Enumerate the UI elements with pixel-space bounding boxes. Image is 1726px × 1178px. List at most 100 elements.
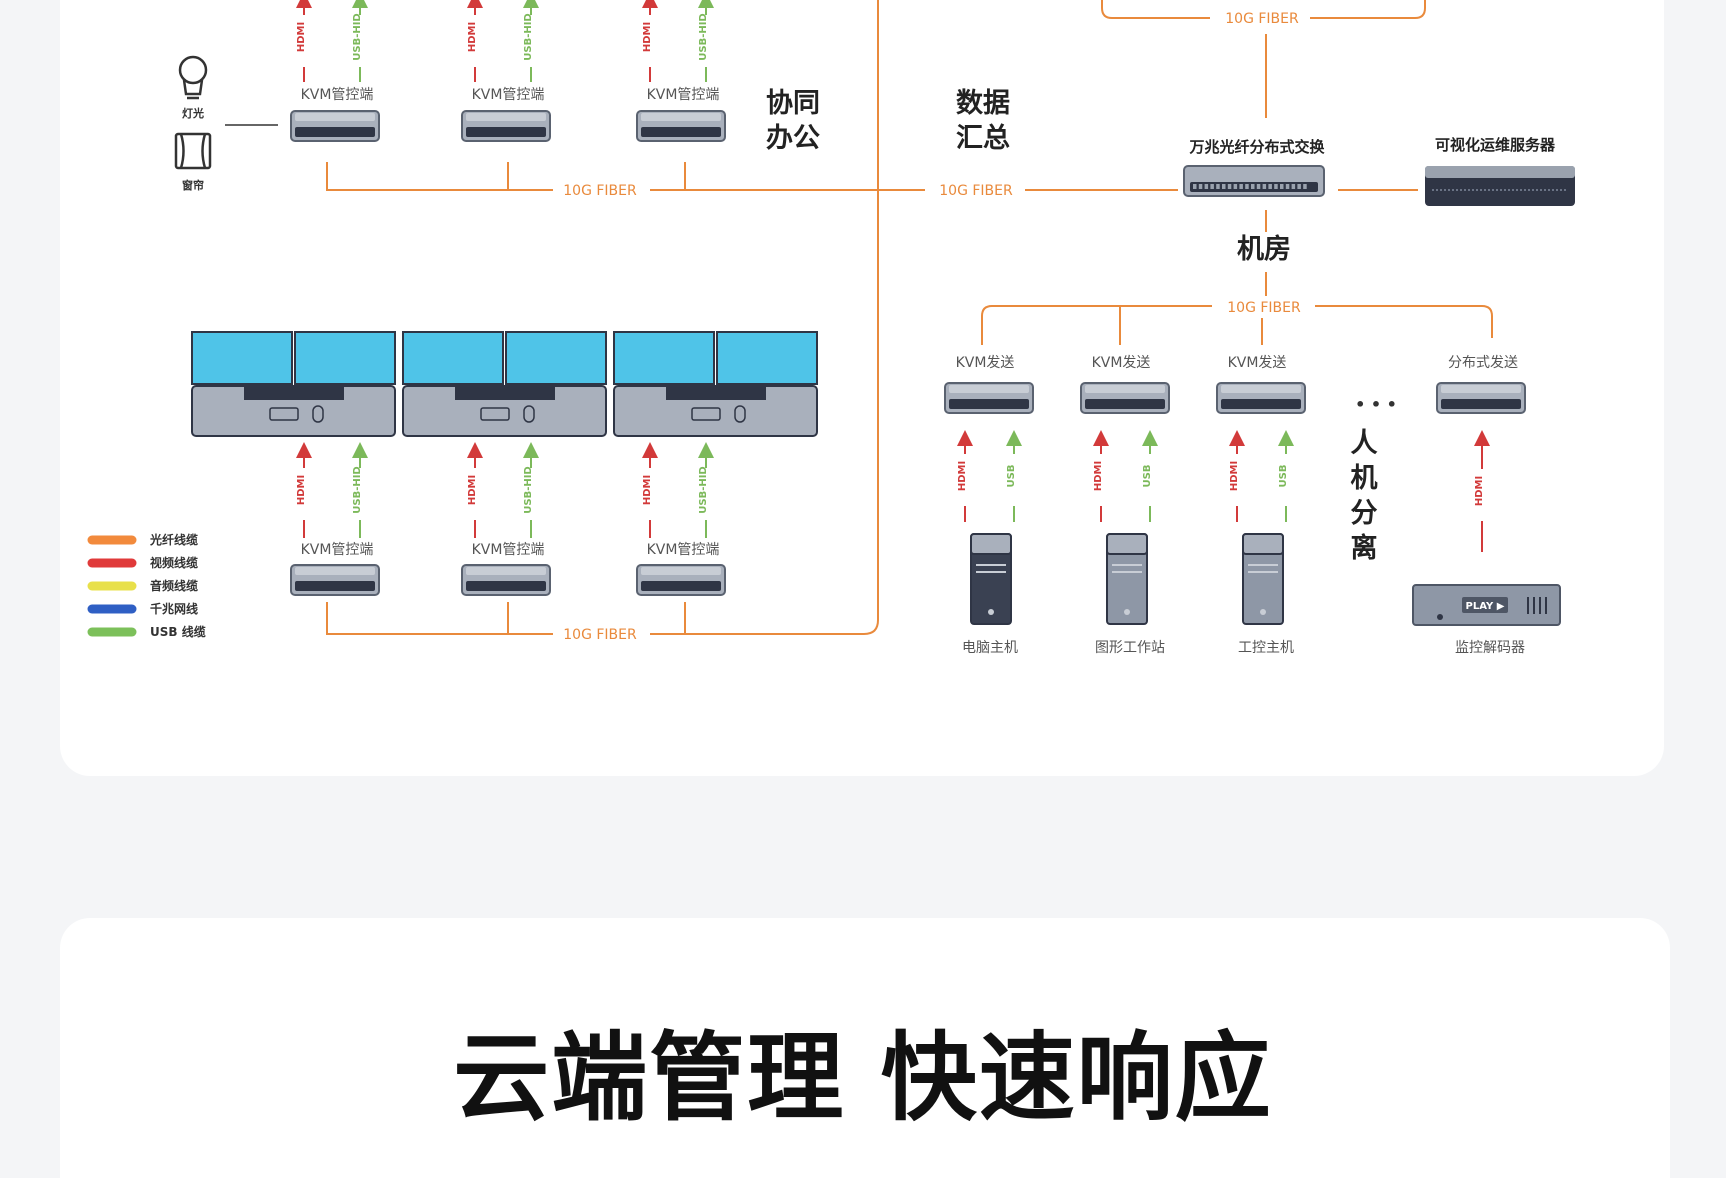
kvm-sender-label-1: KVM发送 (956, 355, 1015, 371)
top-hdmi-3-label: HDMI (642, 22, 653, 52)
bottom-kvm-console-label-3: KVM管控端 (647, 542, 720, 558)
workstation-3 (613, 331, 818, 437)
separation-char-3: 分 (1351, 498, 1378, 529)
mouse-icon (523, 405, 535, 423)
top-hdmi-3-label-bg (643, 15, 657, 67)
bottom-console-cables: HDMI USB-HID HDMI USB-HID HDMI USB-HID (296, 442, 714, 538)
monitor-left-2 (402, 331, 504, 385)
fiber-label-aggregate: 10G FIBER (939, 183, 1013, 199)
keyboard-icon (269, 407, 299, 421)
top-hdmi-2-label-bg (468, 15, 482, 67)
bottom-hdmi-3-label-bg (643, 468, 657, 520)
bottom-usbhid-1-label: USB-HID (352, 466, 363, 514)
top-kvm-console-label-3: KVM管控端 (647, 87, 720, 103)
sender-usb-2-label: USB (1142, 465, 1153, 488)
kvm-sender-1 (944, 382, 1034, 414)
bottom-kvm-console-3 (636, 564, 726, 596)
distributed-sender (1436, 382, 1526, 414)
curtain-icon (174, 132, 212, 170)
play-label: PLAY ▶ (1466, 601, 1505, 612)
bottom-kvm-console-label-1: KVM管控端 (301, 542, 374, 558)
legend-label-4: 千兆网线 (150, 601, 198, 616)
mouse-icon (734, 405, 746, 423)
bottom-hdmi-2-label-bg (468, 468, 482, 520)
top-hdmi-1-label-bg (297, 15, 311, 67)
monitor-left-3 (613, 331, 715, 385)
kvm-sender-2 (1080, 382, 1170, 414)
sender-hdmi-3-label: HDMI (1229, 461, 1240, 491)
fiber-label-office-bottom: 10G FIBER (563, 627, 637, 643)
zone-label-aggregate-line1: 数据 (956, 88, 1010, 119)
decoder-hdmi-label: HDMI (1474, 476, 1485, 506)
source-label-4: 监控解码器 (1455, 640, 1525, 656)
sender-usb-3-label: USB (1278, 465, 1289, 488)
kvm-sender-label-2: KVM发送 (1092, 355, 1151, 371)
sender-hdmi-1-label: HDMI (957, 461, 968, 491)
source-label-3: 工控主机 (1238, 640, 1294, 656)
source-tower-2 (1106, 533, 1148, 625)
top-kvm-console-label-2: KVM管控端 (472, 87, 545, 103)
bottom-hdmi-3-label: HDMI (642, 475, 653, 505)
top-kvm-console-1 (290, 110, 380, 142)
monitor-right-2 (505, 331, 607, 385)
separation-char-4: 离 (1351, 532, 1378, 564)
bottom-hdmi-2-label: HDMI (467, 475, 478, 505)
bottom-usbhid-1-label-bg (353, 468, 367, 520)
bottom-usbhid-2-label-bg (524, 468, 538, 520)
sender-hdmi-1-label-bg (958, 454, 972, 506)
sender-usb-3-label-bg (1279, 454, 1293, 506)
sender-hdmi-3-label-bg (1230, 454, 1244, 506)
zone-label-office-line1: 协同 (766, 88, 820, 119)
monitor-left-1 (191, 331, 293, 385)
top-hdmi-1-label: HDMI (296, 22, 307, 52)
monitor-right-1 (294, 331, 396, 385)
fiber-label-office-top: 10G FIBER (563, 183, 637, 199)
source-label-2: 图形工作站 (1095, 640, 1165, 656)
workstation-1 (191, 331, 396, 437)
separation-char-2: 机 (1351, 463, 1378, 494)
zone-label-server-room: 机房 (1237, 234, 1291, 265)
top-usbhid-3-label: USB-HID (698, 13, 709, 61)
bottom-hdmi-1-label-bg (297, 468, 311, 520)
sender-usb-1-label: USB (1006, 465, 1017, 488)
top-kvm-consoles: KVM管控端 KVM管控端 KVM管控端 (290, 87, 726, 142)
monitor-right-3 (716, 331, 818, 385)
top-usbhid-3-label-bg (699, 15, 713, 67)
sender-hdmi-2-label: HDMI (1093, 461, 1104, 491)
top-usbhid-1-label-bg (353, 15, 367, 67)
fiber-lines (326, 0, 1493, 635)
separation-char-1: 人 (1351, 428, 1378, 459)
network-topology-diagram: 10G FIBER 10G FIBER 10G FIBER 10G FIBER … (87, 0, 1575, 656)
bottom-hdmi-1-label: HDMI (296, 475, 307, 505)
source-label-1: 电脑主机 (962, 640, 1018, 656)
switch-label: 万兆光纤分布式交换 (1188, 138, 1325, 156)
bottom-usbhid-3-label-bg (699, 468, 713, 520)
kvm-sender-3 (1216, 382, 1306, 414)
top-kvm-console-3 (636, 110, 726, 142)
light-icon (178, 55, 208, 100)
light-label: 灯光 (182, 106, 204, 120)
source-tower-1 (970, 533, 1012, 625)
top-usbhid-2-label-bg (524, 15, 538, 67)
bottom-usbhid-3-label: USB-HID (698, 466, 709, 514)
fiber-label-server-room: 10G FIBER (1227, 300, 1301, 316)
keyboard-icon (480, 407, 510, 421)
zone-label-office-line2: 办公 (766, 123, 820, 154)
fiber-switch-device (1183, 165, 1325, 197)
zone-label-aggregate-line2: 汇总 (956, 123, 1010, 154)
legend-label-3: 音频线缆 (150, 578, 198, 593)
distributed-sender-label: 分布式发送 (1448, 355, 1518, 371)
top-kvm-console-label-1: KVM管控端 (301, 87, 374, 103)
fiber-label-top: 10G FIBER (1225, 11, 1299, 27)
bottom-kvm-console-1 (290, 564, 380, 596)
bottom-usbhid-2-label: USB-HID (523, 466, 534, 514)
zone-label-separation: 人 机 分 离 (1351, 428, 1378, 564)
curtain-label: 窗帘 (182, 178, 204, 192)
source-tower-3 (1242, 533, 1284, 625)
top-hdmi-2-label: HDMI (467, 22, 478, 52)
sender-hdmi-2-label-bg (1094, 454, 1108, 506)
